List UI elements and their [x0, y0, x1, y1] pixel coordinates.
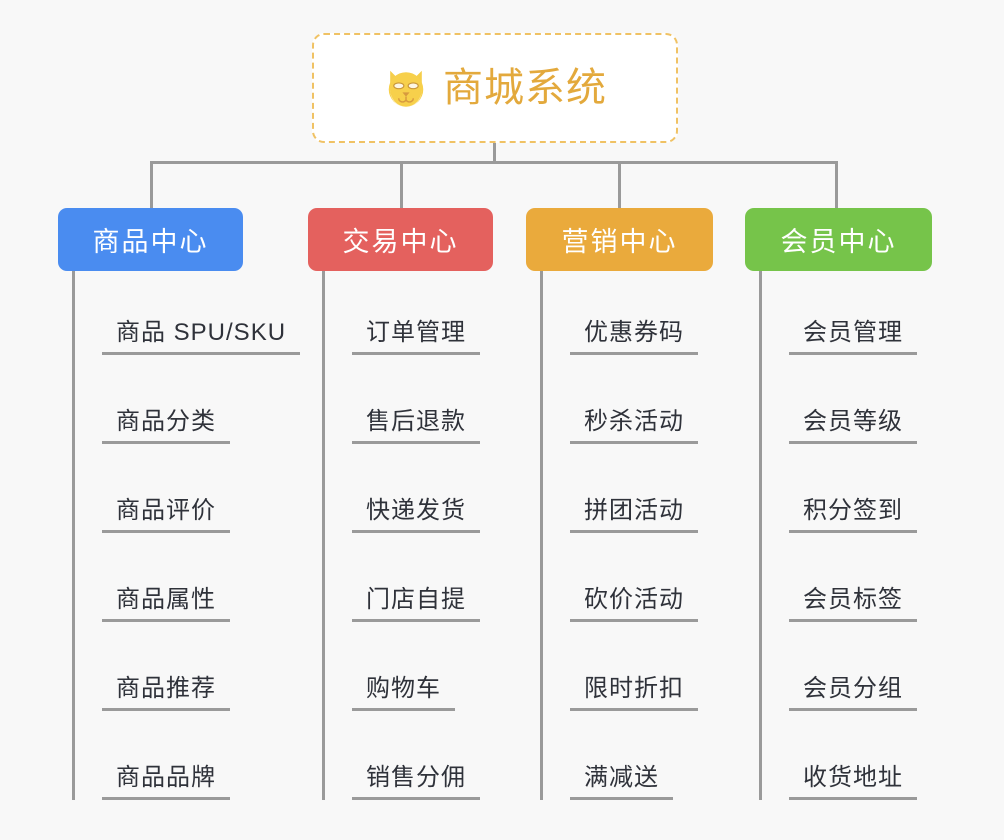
- list-item[interactable]: 购物车: [325, 622, 526, 711]
- list-item[interactable]: 秒杀活动: [543, 355, 744, 444]
- category-column-product: 商品中心 商品 SPU/SKU 商品分类 商品评价 商品属性 商品推荐 商品品牌: [58, 208, 308, 800]
- list-item[interactable]: 会员管理: [762, 271, 965, 355]
- leaf-label: 优惠券码: [584, 318, 684, 346]
- category-label: 会员中心: [780, 227, 897, 257]
- leaf-label: 秒杀活动: [584, 407, 684, 435]
- list-item[interactable]: 商品评价: [75, 444, 308, 533]
- root-node[interactable]: 商城系统: [312, 33, 678, 143]
- list-item[interactable]: 商品分类: [75, 355, 308, 444]
- leaf-label: 购物车: [366, 674, 441, 702]
- leaf-label: 砍价活动: [584, 585, 684, 613]
- list-item[interactable]: 会员等级: [762, 355, 965, 444]
- leaf-label: 积分签到: [803, 496, 903, 524]
- leaf-list-member: 会员管理 会员等级 积分签到 会员标签 会员分组 收货地址: [759, 271, 965, 800]
- list-item[interactable]: 订单管理: [325, 271, 526, 355]
- list-item[interactable]: 积分签到: [762, 444, 965, 533]
- shiba-dog-face-icon: [383, 65, 429, 111]
- leaf-list-marketing: 优惠券码 秒杀活动 拼团活动 砍价活动 限时折扣 满减送: [540, 271, 744, 800]
- leaf-label: 快递发货: [366, 496, 466, 524]
- list-item[interactable]: 快递发货: [325, 444, 526, 533]
- leaf-label: 限时折扣: [584, 674, 684, 702]
- leaf-label: 会员标签: [803, 585, 903, 613]
- connector-drop-1: [150, 161, 153, 208]
- leaf-label: 拼团活动: [584, 496, 684, 524]
- category-column-marketing: 营销中心 优惠券码 秒杀活动 拼团活动 砍价活动 限时折扣 满减送: [526, 208, 744, 800]
- leaf-label: 订单管理: [366, 318, 466, 346]
- category-header-trade[interactable]: 交易中心: [308, 208, 493, 271]
- connector-root-stem: [493, 143, 496, 163]
- category-column-trade: 交易中心 订单管理 售后退款 快递发货 门店自提 购物车 销售分佣: [308, 208, 526, 800]
- list-item[interactable]: 商品 SPU/SKU: [75, 271, 308, 355]
- leaf-label: 会员管理: [803, 318, 903, 346]
- list-item[interactable]: 商品品牌: [75, 711, 308, 800]
- list-item[interactable]: 限时折扣: [543, 622, 744, 711]
- leaf-list-trade: 订单管理 售后退款 快递发货 门店自提 购物车 销售分佣: [322, 271, 526, 800]
- category-label: 营销中心: [561, 227, 678, 257]
- leaf-label: 销售分佣: [366, 763, 466, 791]
- leaf-list-product: 商品 SPU/SKU 商品分类 商品评价 商品属性 商品推荐 商品品牌: [72, 271, 308, 800]
- leaf-label: 商品品牌: [116, 763, 216, 791]
- list-item[interactable]: 满减送: [543, 711, 744, 800]
- list-item[interactable]: 售后退款: [325, 355, 526, 444]
- leaf-label: 商品评价: [116, 496, 216, 524]
- connector-drop-2: [400, 161, 403, 208]
- list-item[interactable]: 销售分佣: [325, 711, 526, 800]
- list-item[interactable]: 会员标签: [762, 533, 965, 622]
- list-item[interactable]: 商品推荐: [75, 622, 308, 711]
- list-item[interactable]: 砍价活动: [543, 533, 744, 622]
- list-item[interactable]: 商品属性: [75, 533, 308, 622]
- category-label: 交易中心: [342, 227, 459, 257]
- leaf-label: 商品 SPU/SKU: [116, 318, 287, 346]
- category-header-marketing[interactable]: 营销中心: [526, 208, 713, 271]
- connector-drop-3: [618, 161, 621, 208]
- leaf-label: 门店自提: [366, 585, 466, 613]
- leaf-label: 商品属性: [116, 585, 216, 613]
- connector-horizontal-bus: [150, 161, 838, 164]
- list-item[interactable]: 拼团活动: [543, 444, 744, 533]
- leaf-label: 会员等级: [803, 407, 903, 435]
- leaf-label: 会员分组: [803, 674, 903, 702]
- leaf-label: 满减送: [584, 763, 659, 791]
- leaf-label: 商品分类: [116, 407, 216, 435]
- category-label: 商品中心: [92, 227, 209, 257]
- list-item[interactable]: 收货地址: [762, 711, 965, 800]
- category-header-product[interactable]: 商品中心: [58, 208, 243, 271]
- root-title: 商城系统: [443, 66, 607, 110]
- leaf-label: 收货地址: [803, 763, 903, 791]
- category-column-member: 会员中心 会员管理 会员等级 积分签到 会员标签 会员分组 收货地址: [745, 208, 965, 800]
- leaf-label: 商品推荐: [116, 674, 216, 702]
- connector-drop-4: [835, 161, 838, 208]
- list-item[interactable]: 门店自提: [325, 533, 526, 622]
- category-header-member[interactable]: 会员中心: [745, 208, 932, 271]
- list-item[interactable]: 优惠券码: [543, 271, 744, 355]
- leaf-label: 售后退款: [366, 407, 466, 435]
- list-item[interactable]: 会员分组: [762, 622, 965, 711]
